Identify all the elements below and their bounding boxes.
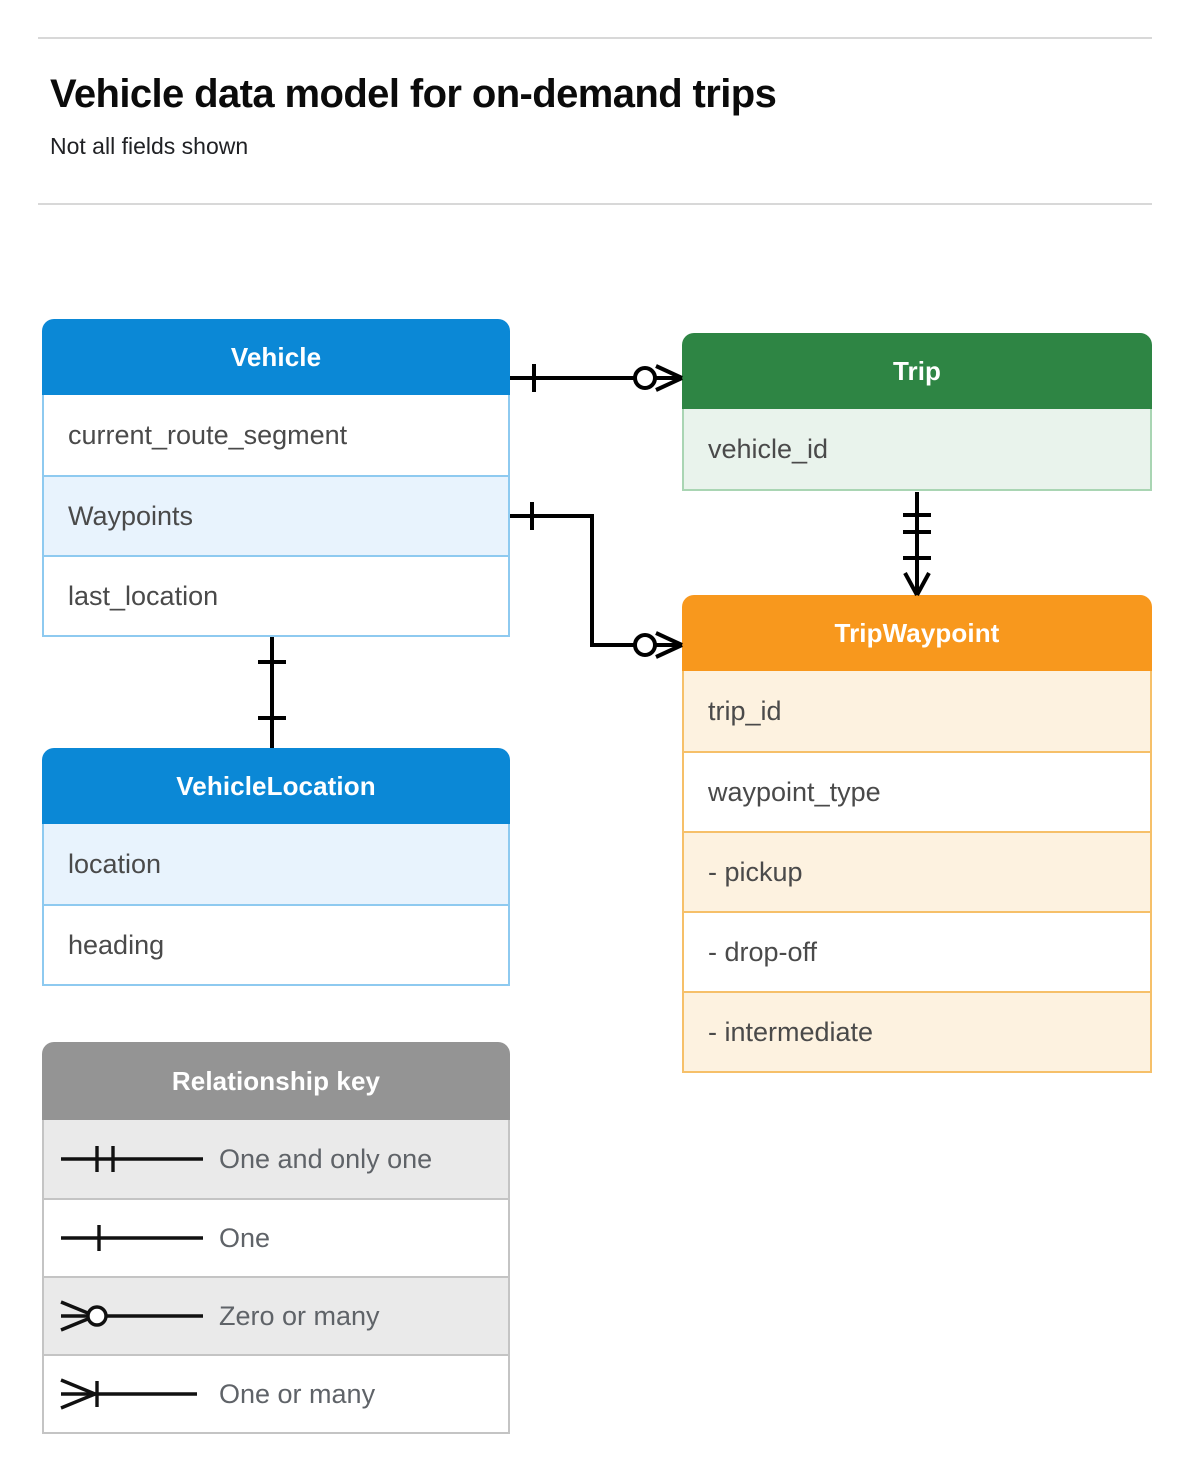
legend-item-label: One or many <box>219 1378 376 1409</box>
relationship-key-legend[interactable]: Relationship key One and only one <box>42 1042 510 1434</box>
legend-item-label: One and only one <box>219 1143 433 1174</box>
field-row[interactable]: current_route_segment <box>44 395 508 475</box>
entity-tripwaypoint[interactable]: TripWaypoint trip_id waypoint_type - pic… <box>682 595 1152 1073</box>
entity-vehicle-title: Vehicle <box>42 319 510 395</box>
connector-trip-tripwaypoint <box>903 492 931 596</box>
entity-trip-fields: vehicle_id <box>682 409 1152 491</box>
entity-trip-title: Trip <box>682 333 1152 409</box>
entity-vehiclelocation-title: VehicleLocation <box>42 748 510 824</box>
entity-vehicle[interactable]: Vehicle current_route_segment Waypoints … <box>42 319 510 637</box>
field-row[interactable]: last_location <box>44 555 508 635</box>
one-and-only-one-icon <box>44 1139 219 1179</box>
entity-tripwaypoint-fields: trip_id waypoint_type - pickup - drop-of… <box>682 671 1152 1073</box>
field-row[interactable]: trip_id <box>684 671 1150 751</box>
legend-item-one-or-many[interactable]: One or many <box>44 1354 508 1432</box>
field-row[interactable]: - drop-off <box>684 911 1150 991</box>
field-row[interactable]: waypoint_type <box>684 751 1150 831</box>
legend-item-zero-or-many[interactable]: Zero or many <box>44 1276 508 1354</box>
entity-vehiclelocation[interactable]: VehicleLocation location heading <box>42 748 510 986</box>
field-row[interactable]: heading <box>44 904 508 984</box>
page-title: Vehicle data model for on-demand trips <box>50 72 777 116</box>
entity-trip[interactable]: Trip vehicle_id <box>682 333 1152 491</box>
field-row[interactable]: location <box>44 824 508 904</box>
legend-item-label: One <box>219 1222 271 1253</box>
header-divider-top <box>38 37 1152 39</box>
one-icon <box>44 1218 219 1258</box>
entity-vehiclelocation-fields: location heading <box>42 824 510 986</box>
field-row[interactable]: vehicle_id <box>684 409 1150 489</box>
legend-item-label: Zero or many <box>219 1300 380 1331</box>
connector-vehicle-vehiclelocation <box>258 637 286 748</box>
field-row[interactable]: Waypoints <box>44 475 508 555</box>
field-row[interactable]: - intermediate <box>684 991 1150 1071</box>
legend-title: Relationship key <box>42 1042 510 1120</box>
zero-or-many-icon <box>44 1296 219 1336</box>
connector-vehicle-trip <box>510 364 683 392</box>
header-divider-bottom <box>38 203 1152 205</box>
legend-item-one-and-only-one[interactable]: One and only one <box>44 1120 508 1198</box>
legend-rows: One and only one One <box>42 1120 510 1434</box>
legend-item-one[interactable]: One <box>44 1198 508 1276</box>
field-row[interactable]: - pickup <box>684 831 1150 911</box>
entity-tripwaypoint-title: TripWaypoint <box>682 595 1152 671</box>
connector-waypoints-tripwaypoint <box>510 502 683 659</box>
one-or-many-icon <box>44 1374 219 1414</box>
entity-vehicle-fields: current_route_segment Waypoints last_loc… <box>42 395 510 637</box>
page-subtitle: Not all fields shown <box>50 133 249 159</box>
